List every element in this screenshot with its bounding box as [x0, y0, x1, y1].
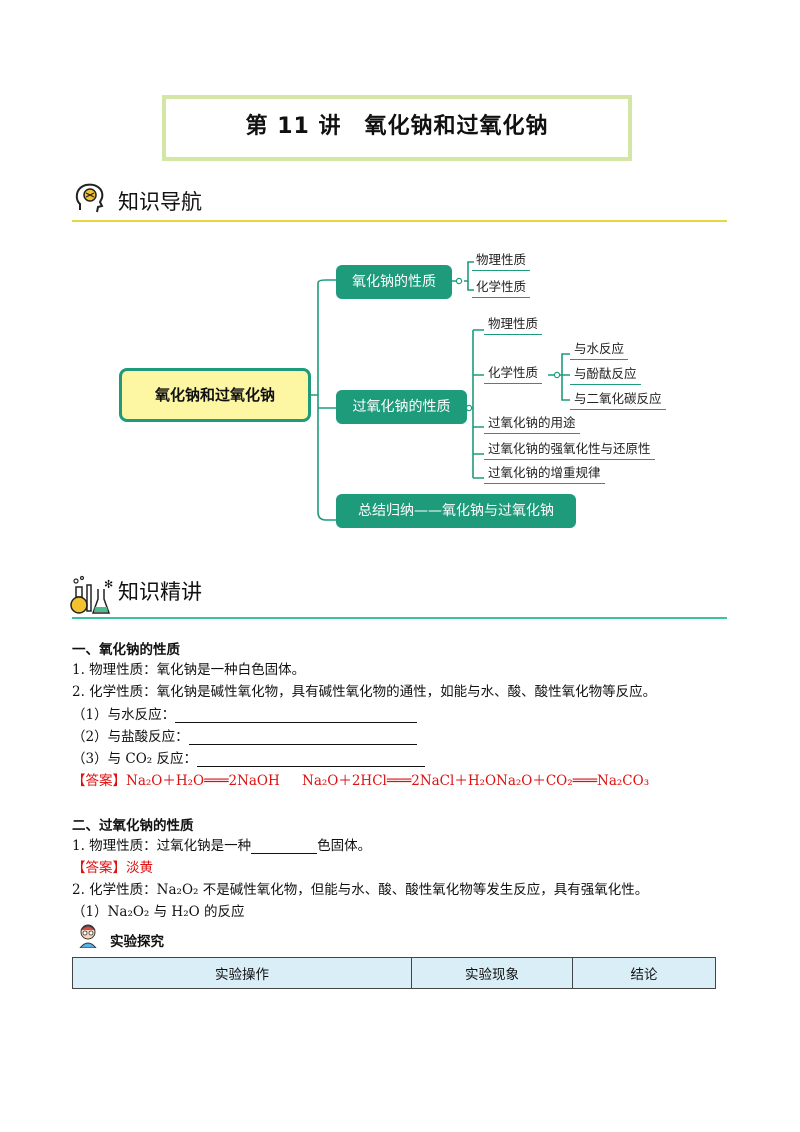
sparkle-icon: ✻ — [104, 578, 114, 591]
question-line: 1. 物理性质：过氧化钠是一种 色固体。 — [72, 836, 371, 856]
heading-part2: 二、过氧化钠的性质 — [72, 818, 194, 834]
answer-blank[interactable] — [188, 730, 417, 745]
mindmap-branch-na2o: 氧化钠的性质 — [336, 265, 452, 299]
table-header: 结论 — [572, 957, 716, 989]
table-header: 实验操作 — [72, 957, 412, 989]
answer-equation: Na₂O＋H₂O═══2NaOH — [126, 773, 280, 789]
table-header: 实验现象 — [411, 957, 573, 989]
mindmap-leaf: 化学性质 — [484, 362, 543, 384]
section-divider-lecture — [72, 617, 727, 619]
mindmap-leaf: 物理性质 — [484, 313, 543, 335]
table-header-row: 实验操作 实验现象 结论 — [72, 957, 716, 989]
section-title-nav: 知识导航 — [118, 190, 202, 214]
question-label: （3）与 CO₂ 反应： — [72, 751, 197, 767]
mindmap-branch-na2o2: 过氧化钠的性质 — [336, 390, 467, 424]
mindmap-subleaf: 与二氧化碳反应 — [570, 388, 666, 410]
text-line: 1. 物理性质：氧化钠是一种白色固体。 — [72, 662, 306, 678]
question-line: （2）与盐酸反应： — [72, 727, 417, 747]
mindmap-subleaf: 与酚酞反应 — [570, 363, 641, 385]
mindmap-leaf: 过氧化钠的强氧化性与还原性 — [484, 438, 655, 460]
experiment-table: 实验操作 实验现象 结论 — [72, 957, 716, 989]
answer-line: 【答案】Na₂O＋H₂O═══2NaOH — [72, 771, 280, 791]
brain-head-icon — [72, 180, 108, 216]
answer-line: 【答案】淡黄 — [72, 858, 153, 878]
mindmap-leaf: 过氧化钠的增重规律 — [484, 462, 605, 484]
mindmap-leaf: 化学性质 — [472, 276, 531, 298]
mindmap-subleaf: 与水反应 — [570, 338, 629, 360]
mindmap-branch-summary: 总结归纳——氧化钠与过氧化钠 — [336, 494, 576, 528]
mindmap-root: 氧化钠和过氧化钠 — [119, 368, 311, 422]
answer-label: 【答案】 — [72, 773, 126, 789]
heading-part1: 一、氧化钠的性质 — [72, 642, 180, 658]
text-line: 2. 化学性质：Na₂O₂ 不是碱性氧化物，但能与水、酸、酸性氧化物等发生反应，… — [72, 882, 649, 898]
text-line: 1. 物理性质：过氧化钠是一种 — [72, 838, 252, 854]
scientist-icon — [76, 922, 100, 949]
answer-blank[interactable] — [196, 752, 425, 767]
answer-text: 淡黄 — [126, 860, 153, 876]
flask-icon — [70, 575, 112, 617]
experiment-label: 实验探究 — [110, 934, 164, 950]
section-title-lecture: 知识精讲 — [118, 580, 202, 604]
answer-equation: Na₂O＋CO₂═══Na₂CO₃ — [496, 773, 650, 789]
mindmap-leaf: 物理性质 — [472, 249, 531, 271]
question-line: （1）与水反应： — [72, 705, 418, 725]
text-line: （1）Na₂O₂ 与 H₂O 的反应 — [72, 904, 245, 920]
answer-blank[interactable] — [175, 708, 418, 723]
section-divider-nav — [72, 220, 727, 222]
mindmap-connectors — [311, 261, 570, 521]
answer-equation: Na₂O＋2HCl═══2NaCl＋H₂O — [302, 773, 497, 789]
answer-blank[interactable] — [251, 839, 318, 854]
title-box: 第 11 讲 氧化钠和过氧化钠 — [162, 95, 632, 161]
answer-label: 【答案】 — [72, 860, 126, 876]
question-line: （3）与 CO₂ 反应： — [72, 749, 425, 769]
mindmap-leaf: 过氧化钠的用途 — [484, 412, 580, 434]
text-line: 色固体。 — [317, 838, 372, 854]
page-title: 第 11 讲 氧化钠和过氧化钠 — [245, 114, 549, 139]
question-label: （1）与水反应： — [72, 707, 176, 723]
question-label: （2）与盐酸反应： — [72, 729, 189, 745]
text-line: 2. 化学性质：氧化钠是碱性氧化物，具有碱性氧化物的通性，如能与水、酸、酸性氧化… — [72, 684, 657, 700]
